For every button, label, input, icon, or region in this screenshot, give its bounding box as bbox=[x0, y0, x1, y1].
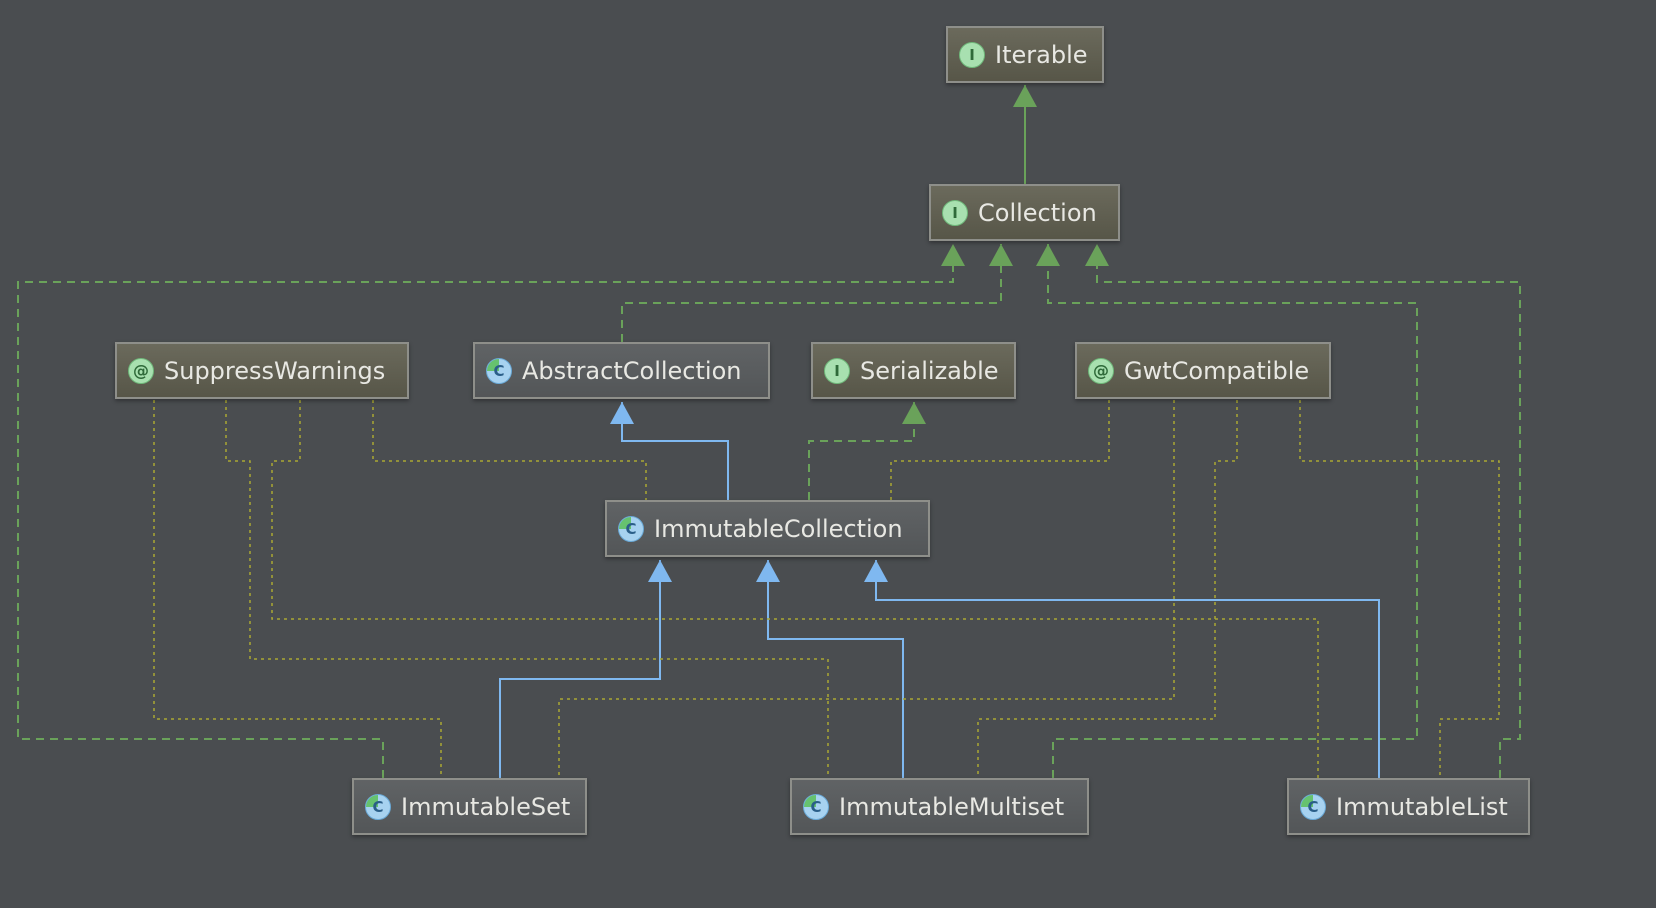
node-iterable[interactable]: I Iterable bbox=[946, 26, 1104, 83]
edge-immutableset-collection bbox=[17, 244, 954, 778]
node-immutable-collection[interactable]: C ImmutableCollection bbox=[605, 500, 930, 557]
edge-immutableset-immutablecollection-arrowhead bbox=[648, 560, 672, 582]
interface-icon: I bbox=[824, 357, 850, 384]
edge-immutablelist-gwtcompatible bbox=[1299, 400, 1500, 778]
edge-immutablecollection-serializable-arrowhead bbox=[902, 402, 926, 424]
node-label: Serializable bbox=[860, 356, 999, 385]
edge-immutablelist-suppresswarnings bbox=[271, 400, 1319, 778]
node-label: ImmutableSet bbox=[401, 792, 571, 821]
badge-letter: C bbox=[625, 519, 637, 538]
edge-immutablecollection-gwtcompatible bbox=[890, 400, 1110, 500]
node-serializable[interactable]: I Serializable bbox=[811, 342, 1016, 399]
node-abstract-collection[interactable]: C AbstractCollection bbox=[473, 342, 770, 399]
abstract-class-icon: C bbox=[618, 515, 644, 542]
abstract-class-icon: C bbox=[365, 793, 391, 820]
edge-immutablelist-collection bbox=[1096, 244, 1521, 778]
node-immutable-set[interactable]: C ImmutableSet bbox=[352, 778, 587, 835]
edge-immutablelist-collection-arrowhead bbox=[1085, 244, 1109, 266]
abstract-class-icon: C bbox=[486, 357, 512, 384]
node-label: SuppressWarnings bbox=[164, 356, 386, 385]
edge-immutablemultiset-immutablecollection bbox=[767, 560, 904, 778]
edge-immutablelist-immutablecollection-arrowhead bbox=[864, 560, 888, 582]
badge-letter: C bbox=[372, 797, 384, 816]
edge-immutablemultiset-collection bbox=[1047, 244, 1418, 778]
edge-collection-iterable-arrowhead bbox=[1013, 85, 1037, 107]
edge-immutablecollection-abstractcollection-arrowhead bbox=[610, 402, 634, 424]
edge-immutablecollection-abstractcollection bbox=[621, 402, 729, 500]
node-immutable-multiset[interactable]: C ImmutableMultiset bbox=[790, 778, 1089, 835]
edge-immutableset-gwtcompatible bbox=[558, 400, 1175, 778]
node-collection[interactable]: I Collection bbox=[929, 184, 1120, 241]
edge-immutablemultiset-immutablecollection-arrowhead bbox=[756, 560, 780, 582]
edge-immutableset-collection-arrowhead bbox=[941, 244, 965, 266]
annotation-icon: @ bbox=[128, 357, 154, 384]
badge-letter: C bbox=[810, 797, 822, 816]
edge-immutablecollection-serializable bbox=[808, 402, 915, 500]
annotation-icon: @ bbox=[1088, 357, 1114, 384]
edge-immutableset-suppresswarnings bbox=[153, 400, 442, 778]
interface-icon: I bbox=[942, 199, 968, 226]
node-immutable-list[interactable]: C ImmutableList bbox=[1287, 778, 1530, 835]
edge-immutablemultiset-gwtcompatible bbox=[977, 400, 1238, 778]
node-label: ImmutableList bbox=[1336, 792, 1508, 821]
node-label: ImmutableMultiset bbox=[839, 792, 1065, 821]
abstract-class-icon: C bbox=[1300, 793, 1326, 820]
node-suppress-warnings[interactable]: @ SuppressWarnings bbox=[115, 342, 409, 399]
node-label: ImmutableCollection bbox=[654, 514, 903, 543]
node-label: GwtCompatible bbox=[1124, 356, 1310, 385]
edge-immutablecollection-suppresswarnings bbox=[372, 400, 647, 500]
node-label: AbstractCollection bbox=[522, 356, 742, 385]
edge-immutablemultiset-collection-arrowhead bbox=[1036, 244, 1060, 266]
badge-letter: C bbox=[493, 361, 505, 380]
interface-icon: I bbox=[959, 41, 985, 68]
badge-letter: C bbox=[1307, 797, 1319, 816]
edge-immutablemultiset-suppresswarnings bbox=[225, 400, 829, 778]
edge-abstractcollection-collection-arrowhead bbox=[989, 244, 1013, 266]
node-label: Collection bbox=[978, 198, 1097, 227]
edge-abstractcollection-collection bbox=[621, 244, 1002, 342]
edge-immutableset-immutablecollection bbox=[499, 560, 661, 778]
edge-immutablelist-immutablecollection bbox=[875, 560, 1380, 778]
node-gwt-compatible[interactable]: @ GwtCompatible bbox=[1075, 342, 1331, 399]
node-label: Iterable bbox=[995, 40, 1088, 69]
abstract-class-icon: C bbox=[803, 793, 829, 820]
